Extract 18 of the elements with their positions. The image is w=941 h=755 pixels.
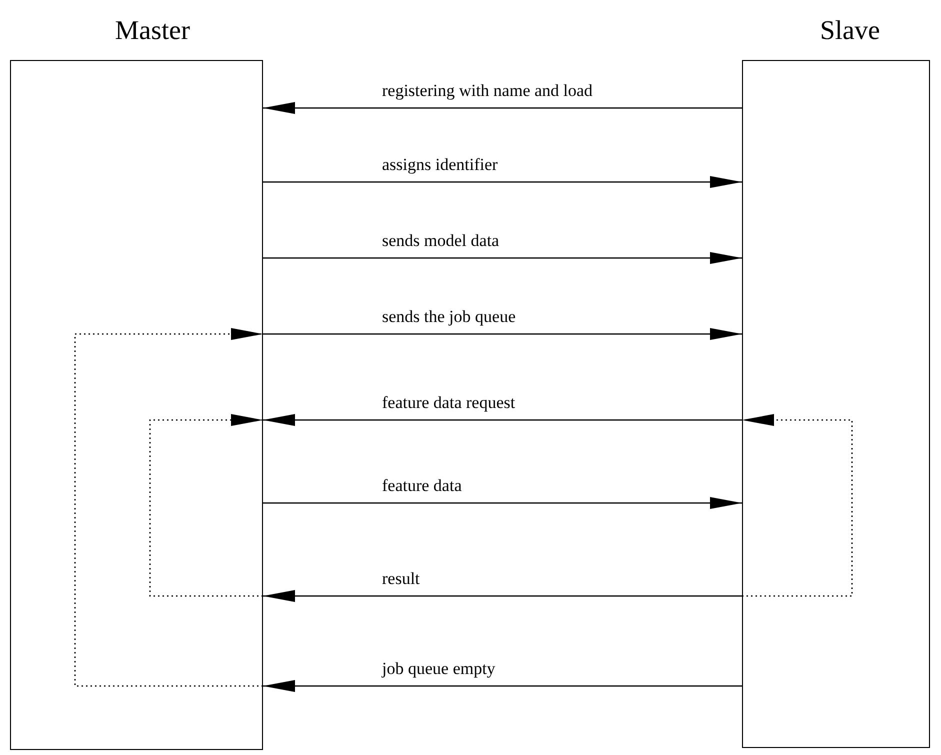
- edge-label: assigns identifier: [380, 155, 500, 175]
- message-arrow: [263, 414, 742, 426]
- edge-label: feature data request: [380, 393, 518, 413]
- message-arrow: [263, 590, 742, 602]
- participant-name: Slave: [820, 15, 880, 46]
- loop-arrow: [742, 414, 853, 597]
- message-arrow: [263, 680, 742, 692]
- edge-label: registering with name and load: [380, 81, 595, 101]
- message-arrow: [263, 176, 742, 188]
- participant-name: Master: [115, 15, 190, 46]
- edge-label: sends the job queue: [380, 307, 518, 327]
- message-arrow: [263, 328, 742, 340]
- message-arrow: [263, 252, 742, 264]
- message-arrow: [263, 102, 742, 114]
- loop-arrow: [74, 328, 263, 687]
- loop-arrow: [149, 414, 263, 597]
- edge-label: job queue empty: [380, 659, 498, 679]
- message-arrow: [263, 497, 742, 509]
